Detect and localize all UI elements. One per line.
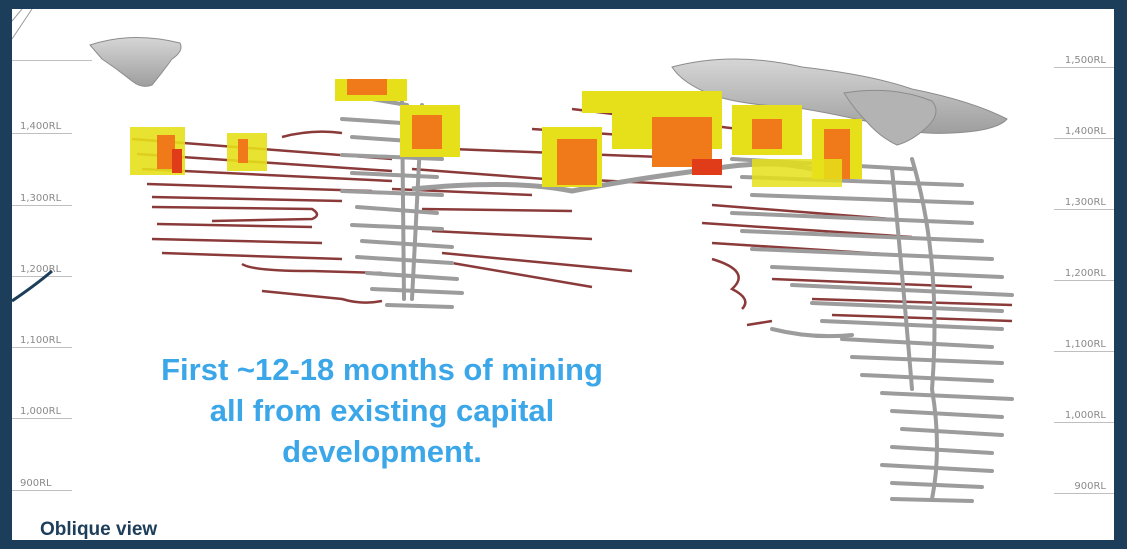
level-label-left: 1,200RL [20,264,62,275]
level-line [12,418,72,419]
mine-oblique-view: 1,400RL 1,300RL 1,200RL 1,100RL 1,000RL … [12,9,1114,540]
level-label-left: 1,100RL [20,335,62,346]
level-label-right: 1,300RL [1064,197,1106,208]
view-caption: Oblique view [40,519,158,540]
level-line [12,490,72,491]
level-line [1054,351,1114,352]
level-label-right: 1,400RL [1064,126,1106,137]
axis-line [12,9,23,22]
stopes-west [130,79,460,175]
level-line [12,347,72,348]
mine-model-illustration [12,9,1014,503]
level-line [1054,422,1114,423]
callout-line: First ~12-18 months of mining [161,352,603,387]
level-line [12,205,72,206]
level-label-left: 1,300RL [20,193,62,204]
level-label-right: 900RL [1074,481,1106,492]
level-line [12,60,92,61]
level-label-left: 1,400RL [20,121,62,132]
axis-line [12,9,33,40]
pointer-line [12,269,53,303]
level-label-right: 1,100RL [1064,339,1106,350]
level-label-right: 1,500RL [1064,55,1106,66]
level-line [12,133,72,134]
pit-surface-inner [843,89,937,146]
level-label-left: 900RL [20,478,52,489]
level-label-right: 1,200RL [1064,268,1106,279]
level-line [1054,280,1114,281]
level-line [1054,67,1114,68]
level-line [1054,493,1114,494]
level-label-left: 1,000RL [20,406,62,417]
decline-west [340,97,464,309]
level-label-right: 1,000RL [1064,410,1106,421]
callout-line: development. [282,434,482,469]
level-line [12,276,72,277]
stopes-east [542,91,862,187]
pit-surface-west [89,37,182,87]
callout-line: all from existing capital [209,393,555,428]
callout-text: First ~12-18 months of mining all from e… [152,349,612,472]
level-line [1054,209,1114,210]
level-line [1054,138,1114,139]
